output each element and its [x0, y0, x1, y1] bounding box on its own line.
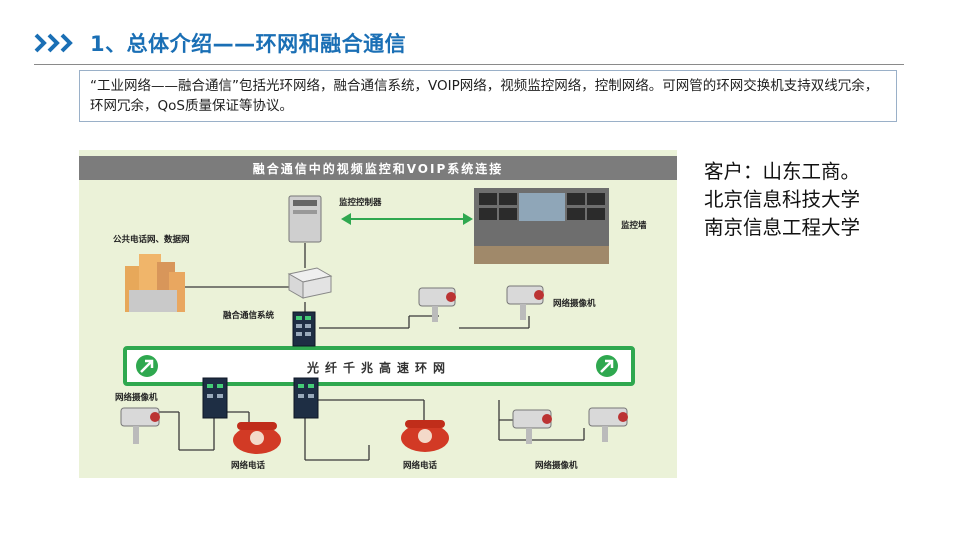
client-list: 客户：山东工商。 北京信息科技大学 南京信息工程大学 — [704, 158, 860, 242]
server-icon — [288, 195, 322, 243]
label-phone-mid: 网络电话 — [403, 460, 438, 471]
switch-icon — [293, 377, 319, 419]
network-diagram-svg: 融合通信中的视频监控和VOIP系统连接 — [79, 156, 677, 471]
camera-icon — [588, 407, 628, 442]
diagram-banner-text: 融合通信中的视频监控和VOIP系统连接 — [253, 161, 504, 176]
camera-icon — [506, 285, 544, 320]
chevrons-icon — [34, 33, 73, 53]
client-line: 北京信息科技大学 — [704, 188, 861, 211]
label-phone-left: 网络电话 — [231, 460, 266, 471]
switch-icon — [202, 377, 228, 419]
label-converged-system: 融合通信系统 — [223, 310, 275, 321]
fiber-ring — [123, 346, 635, 386]
client-line: 南京信息工程大学 — [704, 216, 861, 239]
switch-icon — [292, 311, 316, 347]
label-monitor-controller: 监控控制器 — [339, 197, 382, 208]
title-divider — [34, 64, 904, 65]
buildings-icon — [125, 254, 185, 312]
client-line: 客户：山东工商。 — [704, 160, 861, 183]
router-icon — [287, 267, 333, 299]
title-row: 1、总体介绍——环网和融合通信 — [34, 26, 406, 60]
camera-icon — [418, 287, 456, 322]
phone-icon — [233, 422, 281, 454]
label-monitor-wall: 监控墙 — [621, 220, 647, 231]
camera-icon — [120, 407, 160, 444]
ring-arrow-icon — [596, 355, 618, 377]
label-camera-top: 网络摄像机 — [553, 298, 596, 309]
camera-icon — [512, 409, 552, 444]
diagram-banner — [79, 156, 677, 180]
intro-text: “工业网络——融合通信”包括光环网络，融合通信系统，VOIP网络，视频监控网络，… — [79, 70, 897, 122]
page-title: 1、总体介绍——环网和融合通信 — [90, 32, 407, 56]
ring-label: 光纤千兆高速环网 — [306, 360, 451, 375]
label-camera-bottom: 网络摄像机 — [535, 460, 578, 471]
label-camera-left: 网络摄像机 — [115, 392, 158, 403]
label-pstn: 公共电话网、数据网 — [113, 234, 190, 245]
phone-icon — [401, 420, 449, 452]
network-diagram: 融合通信中的视频监控和VOIP系统连接 — [79, 150, 677, 478]
monitor-wall-icon — [474, 188, 609, 264]
ring-arrow-icon — [136, 355, 158, 377]
